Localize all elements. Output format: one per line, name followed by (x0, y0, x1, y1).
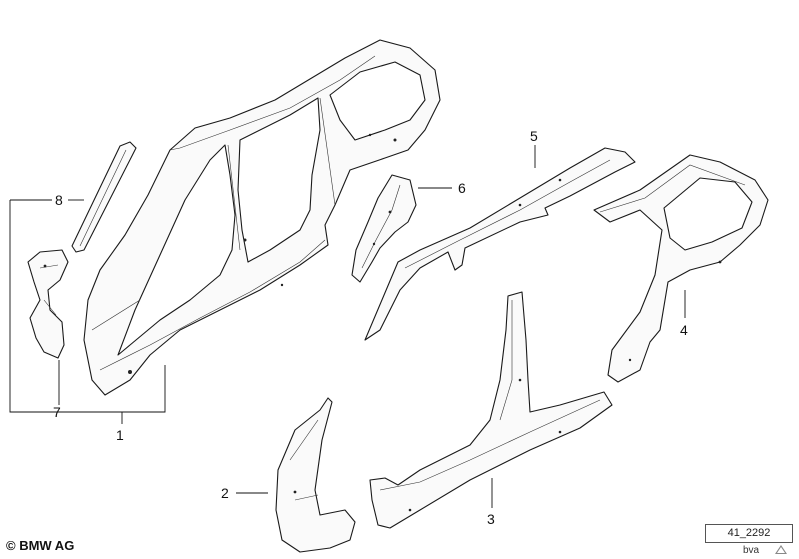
seal-strip (71, 141, 137, 253)
sill-b-pillar (369, 291, 613, 529)
callout-3: 3 (487, 511, 495, 527)
rear-side-frame (593, 154, 769, 383)
copyright-label: © BMW AG (6, 538, 75, 553)
diagram-reference-number: 41_2292 (705, 524, 793, 543)
callout-5: 5 (530, 128, 538, 144)
callout-4: 4 (680, 322, 688, 338)
callout-7: 7 (53, 404, 61, 420)
reinforcement-bracket (27, 249, 69, 359)
callout-6: 6 (458, 180, 466, 196)
callout-8: 8 (55, 192, 63, 208)
diagram-suffix: bva (743, 545, 760, 556)
side-frame-complete (83, 39, 441, 396)
roof-rail (364, 147, 636, 341)
a-pillar-lower (275, 397, 356, 553)
inner-pillar-panel (351, 174, 417, 283)
callout-1: 1 (116, 427, 124, 443)
callout-2: 2 (221, 485, 229, 501)
leader-lines (9, 145, 686, 508)
warning-triangle-icon (775, 545, 787, 554)
